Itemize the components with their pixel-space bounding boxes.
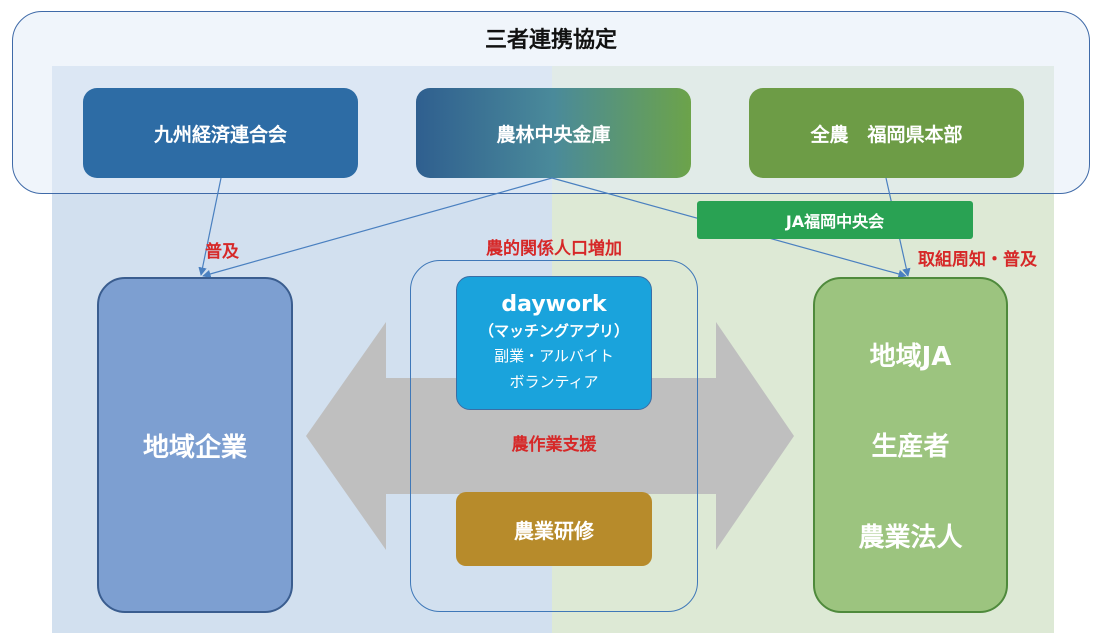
label-nosagyo-shien: 農作業支援	[511, 435, 597, 455]
box-ja-producers: 地域JA 生産者 農業法人	[813, 277, 1008, 613]
org-kyushu-keizai: 九州経済連合会	[83, 88, 358, 178]
org-norinchukin: 農林中央金庫	[416, 88, 691, 178]
label-producers: 生産者	[871, 432, 950, 463]
daywork-title: daywork	[501, 292, 607, 317]
box-local-company: 地域企業	[97, 277, 293, 613]
training-box: 農業研修	[456, 492, 652, 566]
label-kankei-jinko: 農的関係人口増加	[486, 239, 622, 259]
agreement-title: 三者連携協定	[484, 28, 617, 53]
arrow-kyushu-to-company	[198, 177, 222, 276]
double-arrow-shape	[306, 322, 794, 550]
daywork-line2: ボランティア	[509, 373, 599, 391]
center-frame	[410, 260, 698, 612]
daywork-box: daywork （マッチングアプリ） 副業・アルバイト ボランティア	[456, 276, 652, 410]
org-zennoh-fukuoka: 全農 福岡県本部	[749, 88, 1024, 178]
label-agri-corp: 農業法人	[858, 523, 963, 554]
label-torikumi: 取組周知・普及	[918, 250, 1037, 270]
arrow-norin-to-company	[202, 177, 553, 278]
label-fukyu: 普及	[205, 242, 239, 262]
ja-fukuoka-chuokai: JA福岡中央会	[697, 201, 973, 239]
label-local-ja: 地域JA	[869, 341, 952, 372]
daywork-line1: 副業・アルバイト	[494, 347, 614, 365]
daywork-subtitle: （マッチングアプリ）	[478, 322, 629, 340]
